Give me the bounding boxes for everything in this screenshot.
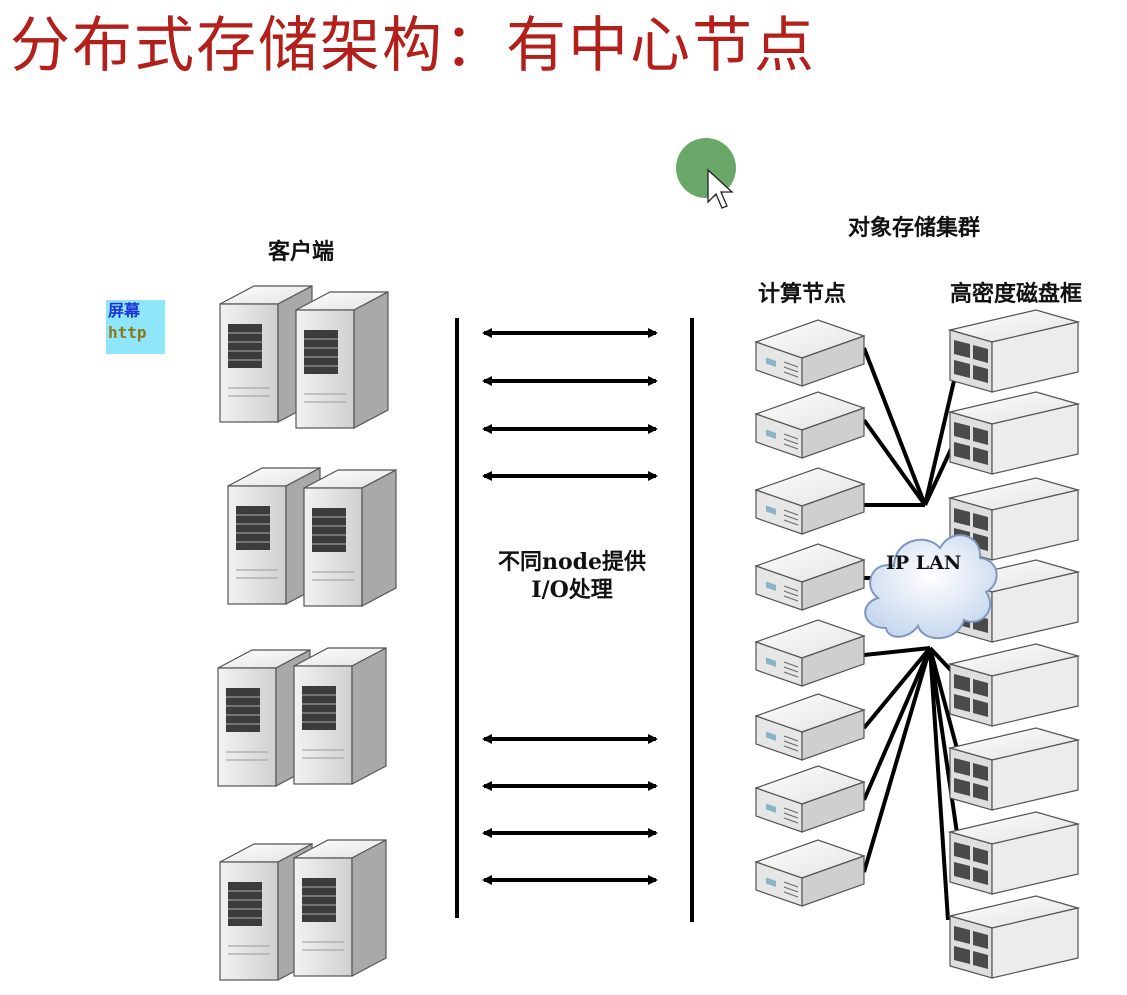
disk-enclosure: [949, 309, 1079, 393]
disk-enclosure: [949, 391, 1079, 475]
disk-enclosure-label: 高密度磁盘框: [950, 281, 1083, 307]
compute-nodes-label: 计算节点: [758, 281, 847, 307]
client-server-pair: [219, 285, 389, 429]
disk-enclosure: [949, 811, 1079, 895]
compute-node: [755, 391, 865, 459]
cloud-icon: [864, 534, 998, 640]
compute-node: [755, 319, 865, 387]
mouse-pointer-icon: [676, 138, 736, 209]
compute-node: [755, 693, 865, 761]
compute-node: [755, 543, 865, 611]
io-processing-label: 不同node提供 I/O处理: [498, 548, 646, 604]
watermark-line-1: 屏幕: [108, 301, 141, 320]
page-title: 分布式存储架构：有中心节点: [10, 11, 816, 81]
screen-watermark: 屏幕 http: [106, 300, 165, 354]
disk-enclosures: [949, 309, 1079, 979]
compute-node: [755, 619, 865, 687]
compute-node: [755, 467, 865, 535]
ip-lan-label: IP LAN: [886, 552, 962, 574]
client-server-pair: [217, 647, 387, 787]
io-arrows: [482, 328, 658, 885]
client-server-pair: [227, 467, 397, 607]
client-label: 客户端: [268, 239, 335, 265]
disk-enclosure: [949, 895, 1079, 979]
io-label-line-2: I/O处理: [531, 577, 613, 603]
disk-enclosure: [949, 727, 1079, 811]
client-server-pair: [219, 839, 387, 981]
cluster-label: 对象存储集群: [848, 215, 981, 241]
compute-node: [755, 765, 865, 833]
disk-enclosure: [949, 643, 1079, 727]
watermark-line-2: http: [108, 323, 147, 342]
compute-nodes: [755, 319, 865, 907]
io-label-line-1: 不同node提供: [498, 549, 647, 575]
compute-node: [755, 839, 865, 907]
